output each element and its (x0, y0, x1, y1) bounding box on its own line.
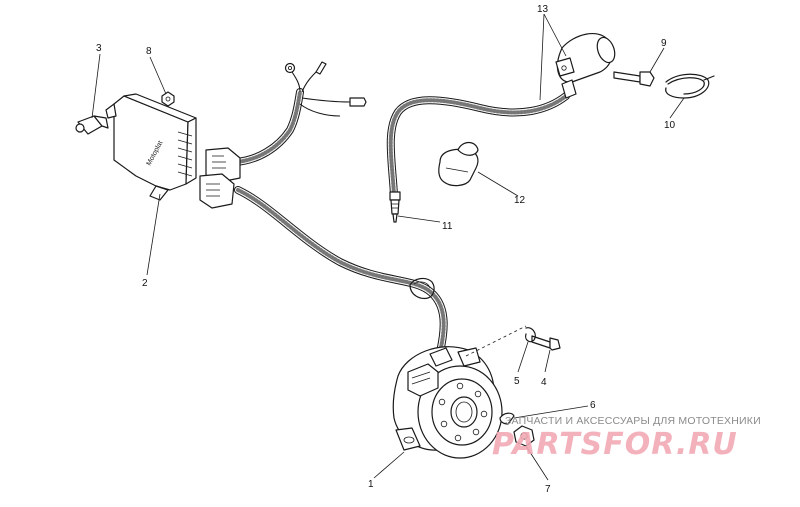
lock-washer (525, 327, 536, 343)
callout-12: 12 (514, 195, 526, 206)
callout-7: 7 (545, 484, 551, 495)
woodruff-key (499, 412, 515, 425)
callout-1: 1 (368, 479, 374, 490)
flywheel-nut (513, 425, 535, 447)
callout-5: 5 (514, 376, 520, 387)
leader-lines (91, 13, 685, 481)
callout-labels: 1 2 3 4 5 6 7 8 9 10 11 12 13 (96, 4, 676, 495)
callout-8: 8 (146, 46, 152, 57)
coil-hv-cable (386, 92, 570, 199)
stator-cable (234, 186, 448, 356)
stator-screw (531, 335, 561, 351)
spark-plug-cap (438, 141, 479, 187)
harness-connector (199, 147, 241, 209)
watermark: ЗАПЧАСТИ И АКСЕССУАРЫ ДЛЯ МОТОТЕХНИКИ PA… (492, 415, 761, 462)
callout-6: 6 (590, 400, 596, 411)
stator-flywheel (392, 325, 527, 459)
callout-9: 9 (661, 38, 667, 49)
coil-mounting-bolt (613, 71, 655, 87)
callout-2: 2 (142, 278, 148, 289)
watermark-tagline: ЗАПЧАСТИ И АКСЕССУАРЫ ДЛЯ МОТОТЕХНИКИ (505, 415, 761, 427)
callout-3: 3 (96, 43, 102, 54)
cdi-wire-harness (232, 61, 367, 166)
callout-11: 11 (442, 221, 453, 232)
spring-clip (665, 73, 715, 99)
terminal-connector (75, 115, 109, 135)
cdi-unit: Motoplat (105, 93, 197, 201)
watermark-logo: PARTSFOR.RU (492, 427, 738, 462)
callout-4: 4 (541, 377, 547, 388)
spark-plug-terminal (389, 191, 401, 223)
nut-small (161, 91, 175, 107)
callout-10: 10 (664, 120, 676, 131)
callout-13: 13 (537, 4, 549, 15)
ignition-coil (555, 32, 616, 99)
